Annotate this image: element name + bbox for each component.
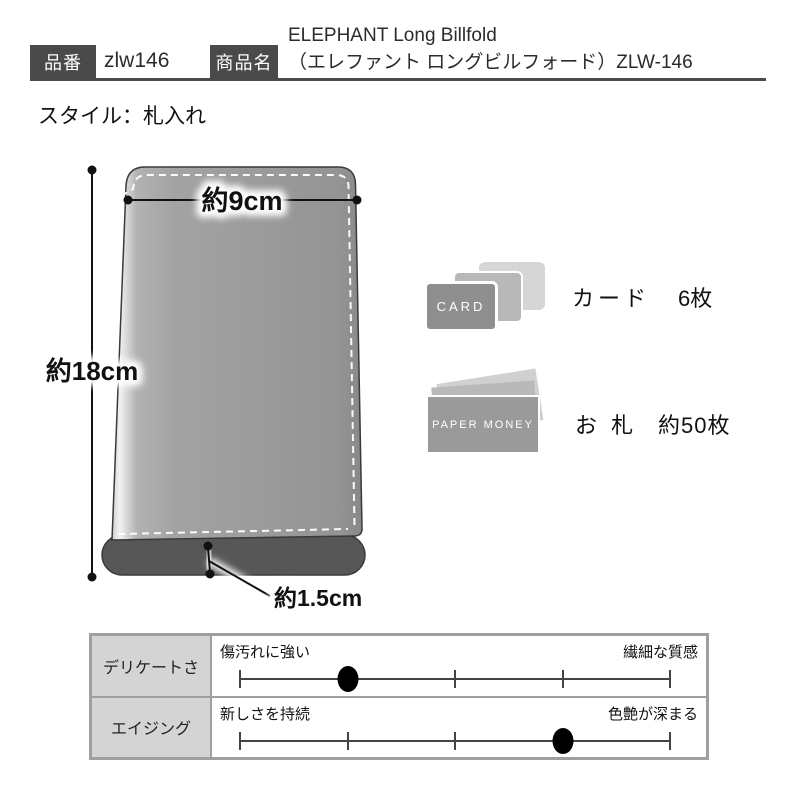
card-icon: CARD — [424, 281, 498, 332]
product-name: ELEPHANT Long Billfold （エレファント ロングビルフォード… — [288, 22, 693, 76]
scale-right-caption: 色艶が深まる — [607, 705, 698, 723]
table-row-aging: エイジング 新しさを持続 色艶が深まる — [92, 695, 706, 757]
height-label: 約18cm — [46, 356, 139, 386]
money-capacity-value: 約50枚 — [658, 413, 731, 438]
width-label: 約9cm — [201, 185, 282, 216]
row-label: デリケートさ — [92, 636, 212, 696]
svg-text:約1.5cm: 約1.5cm — [274, 585, 362, 611]
item-number-tag: 品番 — [30, 45, 96, 79]
style-label: スタイル：札入れ — [38, 105, 206, 128]
card-capacity-label: カード — [572, 286, 651, 311]
header-divider — [30, 78, 766, 81]
width-dimension: 約9cm 約9cm — [123, 179, 362, 222]
money-capacity-label: お 札 — [575, 413, 638, 438]
rating-scale — [239, 727, 671, 754]
rating-scale — [239, 666, 671, 692]
wallet-spine — [101, 534, 366, 576]
scale-left-caption: 傷汚れに強い — [220, 644, 311, 661]
table-row-delicacy: デリケートさ 傷汚れに強い 繊細な質感 — [92, 636, 706, 696]
height-dimension: 約18cm 約18cm — [40, 165, 144, 582]
thickness-dimension: 約1.5cm 約1.5cm — [203, 541, 367, 616]
rating-dot — [337, 666, 358, 692]
wallet-body — [111, 166, 363, 541]
scale-left-caption: 新しさを持続 — [220, 705, 311, 723]
row-label: エイジング — [92, 697, 212, 757]
paper-money-icon: PAPER MONEY — [426, 395, 540, 454]
product-name-tag: 商品名 — [210, 45, 278, 79]
svg-text:約18cm: 約18cm — [46, 356, 139, 386]
stitch-line-bottom — [117, 528, 349, 535]
rating-table: デリケートさ 傷汚れに強い 繊細な質感 エイジング 新しさを持続 — [89, 633, 709, 760]
wallet-dimension-diagram: 約9cm 約9cm 約18cm 約18cm 約1.5cm 約1.5cm — [40, 165, 367, 616]
card-capacity-value: 6枚 — [678, 286, 713, 311]
product-name-jp: （エレファント ロングビルフォード）ZLW-146 — [288, 52, 693, 73]
svg-text:約9cm: 約9cm — [201, 185, 282, 216]
thickness-label: 約1.5cm — [274, 585, 362, 611]
rating-dot — [552, 727, 573, 754]
row-scale-area: 傷汚れに強い 繊細な質感 — [212, 636, 706, 696]
row-scale-area: 新しさを持続 色艶が深まる — [212, 697, 706, 757]
product-name-en: ELEPHANT Long Billfold — [288, 25, 497, 46]
scale-right-caption: 繊細な質感 — [622, 644, 698, 661]
item-number-value: zlw146 — [104, 49, 170, 72]
